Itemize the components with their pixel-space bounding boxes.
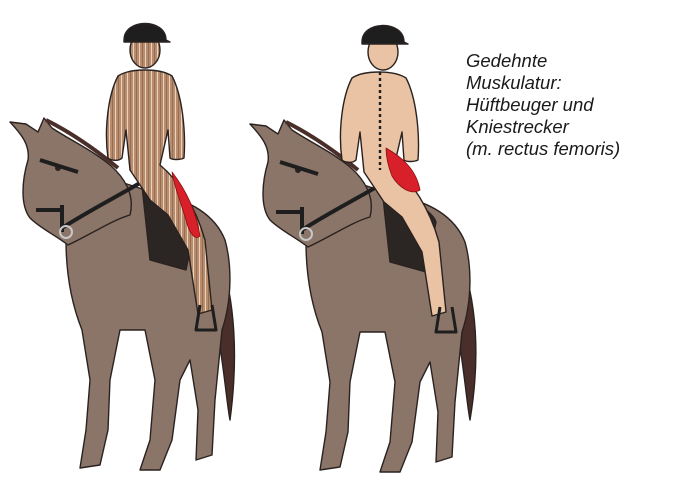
right-helmet-icon: [362, 26, 408, 45]
muscle-caption: Gedehnte Muskulatur: Hüftbeuger und Knie…: [466, 50, 674, 160]
right-rider-figure: [250, 26, 476, 473]
caption-line-4: Kniestrecker: [466, 116, 674, 138]
caption-line-1: Gedehnte: [466, 50, 674, 72]
left-rider-figure: [10, 24, 234, 471]
caption-line-5: (m. rectus femoris): [466, 138, 674, 160]
caption-line-2: Muskulatur:: [466, 72, 674, 94]
left-helmet-icon: [124, 24, 170, 43]
caption-line-3: Hüftbeuger und: [466, 94, 674, 116]
